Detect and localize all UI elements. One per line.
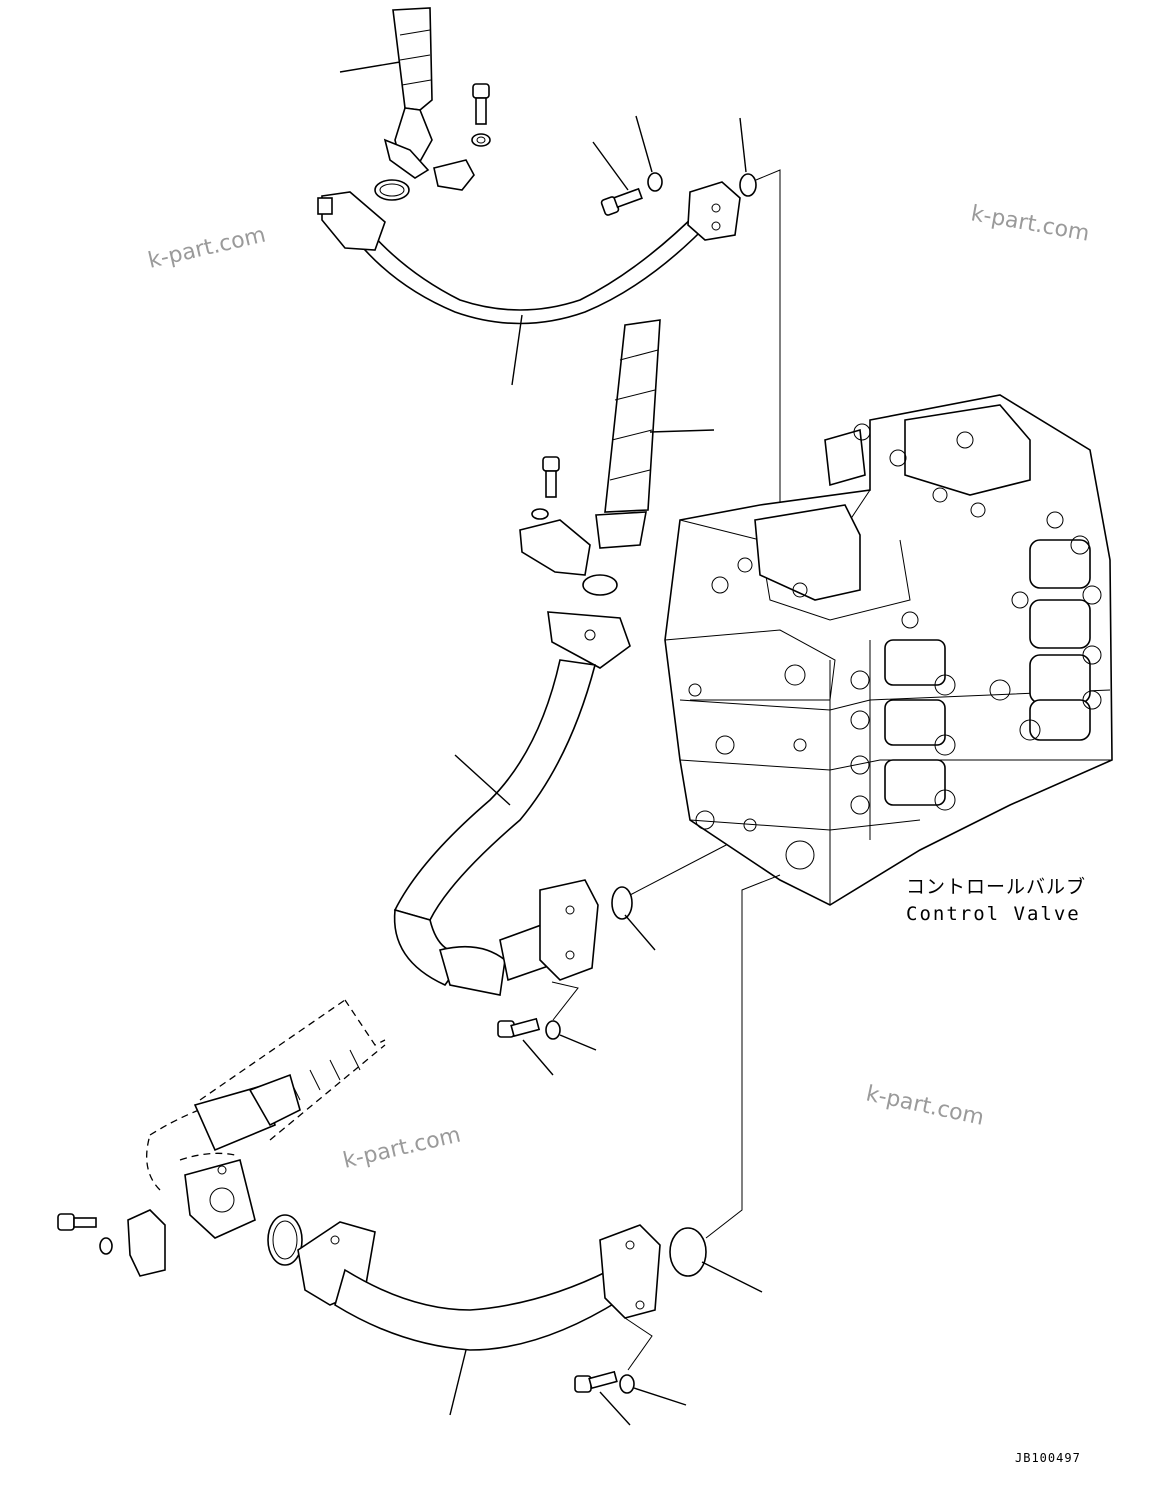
- connection-line: [624, 1317, 653, 1371]
- middle-pipe-o-ring: [611, 886, 633, 920]
- leader-line: [649, 429, 715, 433]
- bottom-pipe-o-ring: [669, 1227, 707, 1277]
- connection-line: [705, 874, 781, 1239]
- watermark: k-part.com: [969, 201, 1091, 246]
- top-split-flange: [433, 159, 475, 191]
- top-bolt: [471, 83, 491, 147]
- bottom-hose-bolt: [57, 1213, 97, 1231]
- bottom-split-flange: [127, 1209, 166, 1277]
- middle-pipe-washer: [545, 1020, 561, 1040]
- bottom-pipe-washer: [619, 1374, 635, 1394]
- leader-line: [339, 61, 401, 73]
- middle-pipe-bolt: [497, 1017, 541, 1038]
- top-o-ring: [374, 179, 410, 201]
- connection-line: [629, 842, 731, 896]
- watermark: k-part.com: [146, 223, 268, 274]
- middle-bolt: [531, 456, 560, 520]
- connection-line: [551, 981, 579, 1021]
- top-pipe: [317, 181, 741, 325]
- leader-line: [701, 1261, 763, 1293]
- middle-pipe: [393, 611, 631, 996]
- leader-line: [454, 754, 511, 806]
- middle-split-flange: [519, 519, 591, 576]
- bottom-pipe-bolt: [574, 1370, 618, 1393]
- leader-line: [559, 1034, 597, 1051]
- leader-line: [624, 914, 656, 951]
- middle-o-ring: [582, 574, 618, 596]
- leader-line: [635, 115, 653, 173]
- leader-line: [449, 1349, 467, 1416]
- drawing-code: JB100497: [1015, 1451, 1081, 1465]
- top-flange-bolt: [600, 187, 643, 216]
- bottom-hose: [146, 999, 386, 1239]
- bottom-pipe: [297, 1221, 661, 1351]
- watermark: k-part.com: [864, 1081, 986, 1130]
- bottom-hose-washer: [99, 1237, 113, 1255]
- watermark: k-part.com: [341, 1123, 463, 1174]
- leader-line: [511, 314, 523, 386]
- top-flange-washer: [647, 172, 663, 192]
- leader-line: [522, 1039, 554, 1076]
- middle-hose: [595, 319, 661, 549]
- leader-line: [633, 1387, 687, 1406]
- leader-line: [592, 141, 629, 191]
- control-valve: [664, 394, 1113, 906]
- control-valve-label-english: Control Valve: [906, 903, 1081, 925]
- control-valve-label-japanese: コントロールバルブ: [906, 875, 1086, 898]
- top-flange-o-ring: [739, 173, 757, 197]
- leader-line: [599, 1391, 631, 1426]
- leader-line: [739, 117, 747, 173]
- top-hose: [383, 7, 433, 179]
